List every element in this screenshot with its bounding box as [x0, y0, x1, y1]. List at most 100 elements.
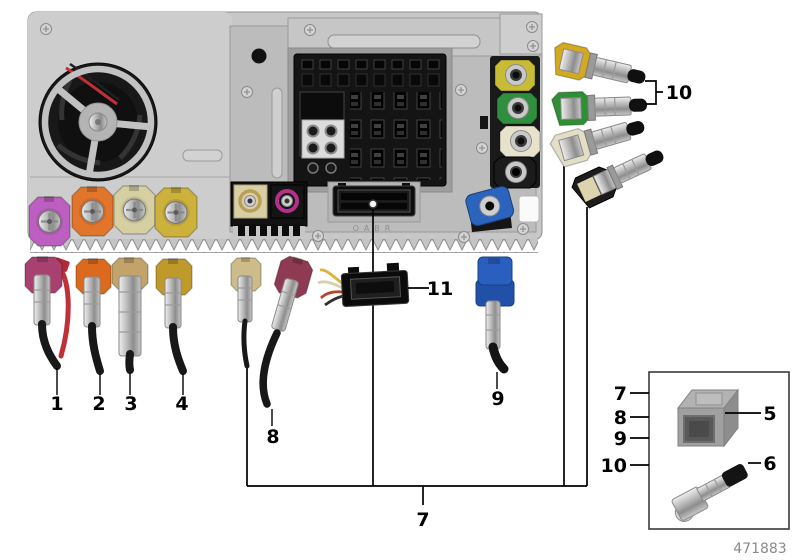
- callout-3-label[interactable]: 3: [124, 393, 137, 415]
- screw: [240, 85, 254, 99]
- screw: [457, 230, 471, 244]
- connector-4: [155, 258, 193, 375]
- connector-7-plug: [230, 257, 262, 369]
- screw: [516, 222, 530, 236]
- antenna-port-blue: [465, 185, 515, 232]
- callout-5-label[interactable]: 5: [763, 403, 776, 425]
- callout-2: 2: [92, 374, 106, 415]
- ferrule: [485, 300, 501, 350]
- ferrule: [118, 275, 142, 357]
- wire-red: [320, 290, 344, 300]
- cable-tip: [627, 69, 646, 84]
- leader-dot: [368, 199, 378, 209]
- wire-cream: [317, 280, 344, 290]
- wire-yellow: [319, 268, 344, 286]
- fan-blades: [56, 78, 143, 166]
- connector-8: [259, 255, 314, 408]
- cable-tip: [628, 98, 647, 112]
- small-slot: [182, 149, 223, 162]
- pin-field: [350, 92, 442, 180]
- cable-tip: [626, 121, 645, 136]
- legend-row-8[interactable]: 8: [614, 407, 627, 429]
- antenna-port-cream: [499, 125, 541, 158]
- callout-4-label[interactable]: 4: [175, 393, 188, 415]
- callout-11: 11: [408, 278, 453, 300]
- part-6-plug: [671, 464, 748, 522]
- callout-2-label[interactable]: 2: [92, 393, 105, 415]
- ferrule: [237, 275, 253, 323]
- angled-tip: [488, 342, 509, 374]
- side-slot: [271, 87, 283, 179]
- legend-box: 7 8 9 10 5 6: [601, 371, 790, 530]
- antenna-plug-black: [571, 150, 664, 209]
- callout-6-label[interactable]: 6: [763, 453, 776, 475]
- legend-row-9[interactable]: 9: [614, 428, 627, 450]
- fan-guard-ring: [41, 65, 155, 179]
- connector-11: [317, 262, 410, 308]
- red-wire: [56, 264, 71, 359]
- fakra-jack-magenta: [270, 184, 305, 219]
- callout-9-label[interactable]: 9: [491, 388, 504, 410]
- oabr-silkscreen: OABR: [353, 224, 396, 233]
- fakra-jack-beige: [233, 184, 268, 219]
- connector-1: [24, 256, 71, 370]
- hsd-jack-orange: [71, 186, 114, 237]
- fakra-jack-block: [230, 181, 308, 237]
- screw: [525, 20, 539, 34]
- cable: [125, 350, 134, 374]
- callout-9: 9: [491, 372, 505, 410]
- crimp-barrel: [591, 122, 632, 150]
- callout-3: 3: [124, 373, 138, 415]
- part-5-housing: [676, 388, 740, 448]
- ferrule: [33, 274, 51, 326]
- cable: [259, 329, 281, 408]
- antenna-port-green: [496, 92, 538, 125]
- jack-pin-comb: [238, 224, 300, 236]
- legend-row-10[interactable]: 10: [601, 455, 627, 477]
- harness-7-bracket: [246, 166, 588, 505]
- callout-1: 1: [50, 368, 64, 415]
- callout-8-label[interactable]: 8: [266, 426, 279, 448]
- cable-tip: [645, 150, 664, 166]
- screw: [39, 22, 53, 36]
- fan-wire-red: [65, 66, 118, 106]
- mount-hole: [251, 48, 267, 64]
- drawing-number: 471883: [733, 541, 786, 557]
- crimp-barrel: [594, 96, 632, 117]
- heatsink-fins: [30, 239, 538, 253]
- quadlock-connector-block: [287, 47, 453, 193]
- head-unit: OABR: [27, 11, 543, 253]
- callout-10-label[interactable]: 10: [666, 82, 692, 104]
- antenna-port-yellow: [494, 59, 536, 92]
- antenna-port-black: [493, 156, 537, 189]
- callout-4: 4: [175, 374, 189, 415]
- wire-black: [324, 294, 344, 307]
- callout-8: 8: [266, 409, 280, 448]
- antenna-plug-cream: [549, 121, 645, 168]
- antenna-plug-yellow: [554, 41, 646, 84]
- cooling-fan: [38, 62, 158, 182]
- ferrule: [164, 277, 182, 329]
- ferrule: [83, 276, 101, 328]
- hsd-jack-yellow: [154, 187, 198, 238]
- connector-3: [111, 257, 149, 374]
- screw: [303, 23, 317, 37]
- legend-row-7[interactable]: 7: [614, 383, 627, 405]
- fan-wire-black: [69, 62, 120, 101]
- screw: [526, 39, 540, 53]
- top-slot: [327, 34, 481, 49]
- panel-switch: [480, 116, 488, 129]
- callout-7-label[interactable]: 7: [416, 509, 429, 531]
- hsd-jack-pink: [28, 196, 71, 247]
- cable: [88, 322, 104, 375]
- cable: [169, 323, 187, 375]
- label-sticker: [518, 195, 540, 223]
- callout-11-label[interactable]: 11: [427, 278, 453, 300]
- cable: [38, 320, 61, 370]
- callout-1-label[interactable]: 1: [50, 393, 63, 415]
- screw: [475, 141, 489, 155]
- screw: [311, 229, 325, 243]
- hsd-jack-cream: [113, 185, 156, 235]
